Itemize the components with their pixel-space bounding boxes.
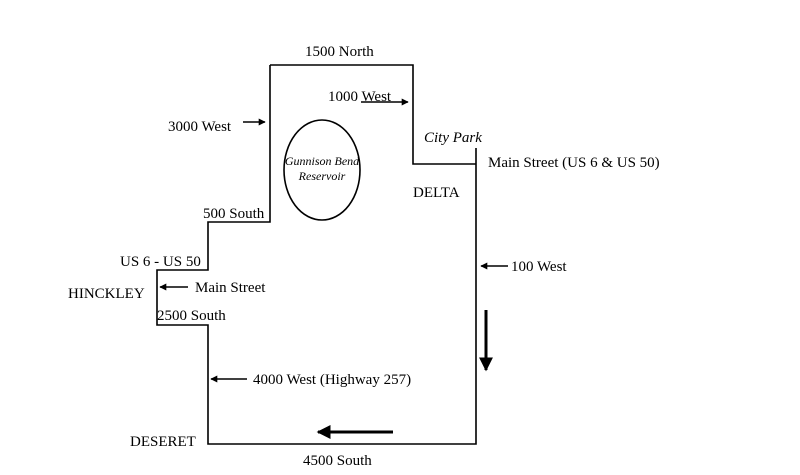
label-main-street-us6-us50: Main Street (US 6 & US 50) xyxy=(488,155,660,171)
label-main-street: Main Street xyxy=(195,280,266,296)
label-4500-south: 4500 South xyxy=(303,453,372,469)
label-1500-north: 1500 North xyxy=(305,44,374,60)
label-4000-west: 4000 West (Highway 257) xyxy=(253,372,411,388)
gunnison-bend-reservoir xyxy=(283,119,361,221)
label-3000-west: 3000 West xyxy=(168,119,232,135)
label-deseret: DESERET xyxy=(130,434,196,450)
label-city-park: City Park xyxy=(424,130,482,146)
label-500-south: 500 South xyxy=(203,206,265,222)
label-hinckley: HINCKLEY xyxy=(68,286,145,302)
label-100-west: 100 West xyxy=(511,259,567,275)
route-outline xyxy=(156,64,477,445)
label-delta: DELTA xyxy=(413,185,460,201)
reservoir-label-line1: Gunnison Bend xyxy=(285,154,360,168)
label-2500-south: 2500 South xyxy=(157,308,226,324)
reservoir-label-line2: Reservoir xyxy=(298,169,346,183)
label-1000-west: 1000 West xyxy=(328,89,392,105)
label-us6-us50: US 6 - US 50 xyxy=(120,254,201,270)
